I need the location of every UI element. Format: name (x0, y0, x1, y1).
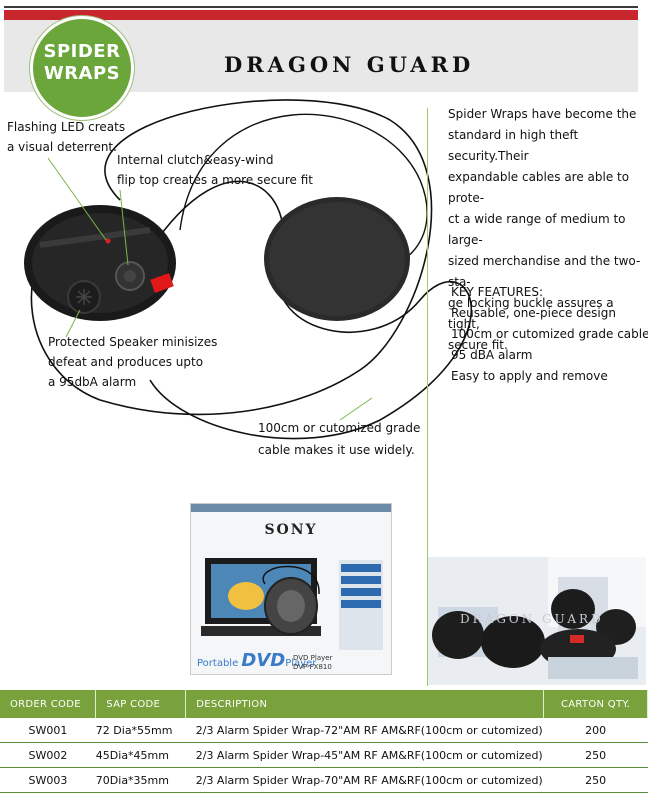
header-top-line (4, 6, 638, 8)
spider-wraps-logo: SPIDER WRAPS (30, 16, 134, 120)
callout-speaker (65, 309, 81, 338)
order-code-cell: SW001 (0, 718, 96, 743)
annotation-clutch-line-1: Internal clutch&easy-wind (117, 153, 274, 167)
description-line: ge locking buckle assures a tight, (448, 296, 614, 331)
sony-logo: SONY (264, 522, 318, 538)
annotation-cable-line-1: 100cm or cutomized grade (258, 421, 421, 435)
column-header-description: DESCRIPTION (185, 690, 545, 718)
sony-dvd-package-photo: SONY Portable DVDPlayer DVD Player DVP-F… (190, 503, 392, 675)
cable-loop-1 (30, 99, 433, 416)
order-code-cell: SW003 (0, 767, 96, 793)
sap-code-cell: 70Dia*35mm (95, 767, 186, 793)
key-feature-item: 95 dBA alarm (451, 348, 533, 362)
carton-qty-cell: 250 (543, 767, 648, 793)
annotation-led: Flashing LED creats a visual deterrent. (7, 117, 125, 157)
cable-loop-2 (149, 180, 473, 440)
annotation-cable: 100cm or cutomized grade cable makes it … (258, 417, 420, 461)
section-divider (427, 108, 428, 686)
photo-watermark: DRAGON GUARD (460, 612, 604, 626)
annotation-speaker-line-1: Protected Speaker minisizes (48, 335, 218, 349)
led-indicator (105, 238, 111, 244)
table-row: SW002 45Dia*45mm 2/3 Alarm Spider Wrap-4… (0, 742, 648, 768)
brand-title: DRAGON GUARD (224, 52, 475, 77)
description-cell: 2/3 Alarm Spider Wrap-70"AM RF AM&RF(100… (185, 767, 544, 793)
description-line: sized merchandise and the two-sta- (448, 254, 641, 289)
speaker-holes (76, 289, 92, 305)
unit-groove (39, 227, 151, 248)
logo-line-1: SPIDER (43, 41, 121, 62)
description-line: expandable cables are able to prote- (448, 170, 630, 205)
annotation-clutch: Internal clutch&easy-wind flip top creat… (117, 150, 313, 190)
dvd-model-line-2: DVP-FX810 (293, 663, 332, 671)
dvd-label: Portable DVDPlayer (197, 650, 316, 671)
key-feature-item: Easy to apply and remove (451, 369, 608, 383)
key-features: KEY FEATURES: Reusable, one-piece design… (451, 282, 648, 387)
dvd-label-big: DVD (241, 650, 286, 671)
dvd-model-line-1: DVD Player (293, 654, 333, 662)
header-red-bar (4, 10, 638, 20)
callout-clutch (119, 189, 129, 266)
dvd-label-small: Portable (197, 658, 239, 669)
carton-qty-cell: 200 (543, 718, 648, 743)
description-line: ct a wide range of medium to large- (448, 212, 626, 247)
description-cell: 2/3 Alarm Spider Wrap-72"AM RF AM&RF(100… (185, 718, 544, 743)
red-release-tab (150, 273, 174, 293)
package-top-strip (191, 504, 391, 512)
product-spec-table: ORDER CODE SAP CODE DESCRIPTION CARTON Q… (0, 690, 648, 793)
annotation-led-line-1: Flashing LED creats (7, 120, 126, 134)
logo-line-2: WRAPS (43, 63, 121, 84)
carton-qty-cell: 250 (543, 742, 648, 768)
description-cell: 2/3 Alarm Spider Wrap-45"AM RF AM&RF(100… (185, 742, 544, 768)
description-line: standard in high theft security.Their (448, 128, 579, 163)
column-header-order-code: ORDER CODE (0, 690, 97, 718)
description-line: secure fit. (448, 338, 508, 352)
order-code-cell: SW002 (0, 742, 96, 768)
sap-code-cell: 45Dia*45mm (95, 742, 186, 768)
logo-text: SPIDER WRAPS (33, 41, 131, 85)
callout-led (47, 157, 107, 241)
table-row: SW003 70Dia*35mm 2/3 Alarm Spider Wrap-7… (0, 767, 648, 793)
annotation-led-line-2: a visual deterrent. (7, 140, 117, 154)
annotation-clutch-line-2: flip top creates a more secure fit (117, 173, 313, 187)
annotation-cable-line-2: cable makes it use widely. (258, 443, 415, 457)
retail-display-photo (428, 557, 646, 685)
column-header-carton-qty: CARTON QTY. (543, 690, 648, 718)
description-line: Spider Wraps have become the (448, 107, 637, 121)
column-header-sap-code: SAP CODE (95, 690, 187, 718)
key-feature-item: 100cm or cutomized grade cable (451, 327, 648, 341)
table-header-row: ORDER CODE SAP CODE DESCRIPTION CARTON Q… (0, 690, 648, 718)
annotation-speaker: Protected Speaker minisizes defeat and p… (48, 332, 217, 392)
retail-display-image (428, 557, 646, 685)
key-feature-item: Reusable, one-piece design (451, 306, 616, 320)
annotation-speaker-line-2: defeat and produces upto (48, 355, 204, 369)
product-description: Spider Wraps have become the standard in… (448, 104, 644, 356)
callout-cable (339, 397, 373, 421)
dvd-player-image (201, 558, 383, 650)
key-features-title: KEY FEATURES: (451, 285, 544, 299)
sap-code-cell: 72 Dia*55mm (95, 718, 186, 743)
table-row: SW001 72 Dia*55mm 2/3 Alarm Spider Wrap-… (0, 718, 648, 743)
dvd-label-tail: Player (285, 658, 317, 669)
annotation-speaker-line-3: a 95dbA alarm (48, 375, 137, 389)
